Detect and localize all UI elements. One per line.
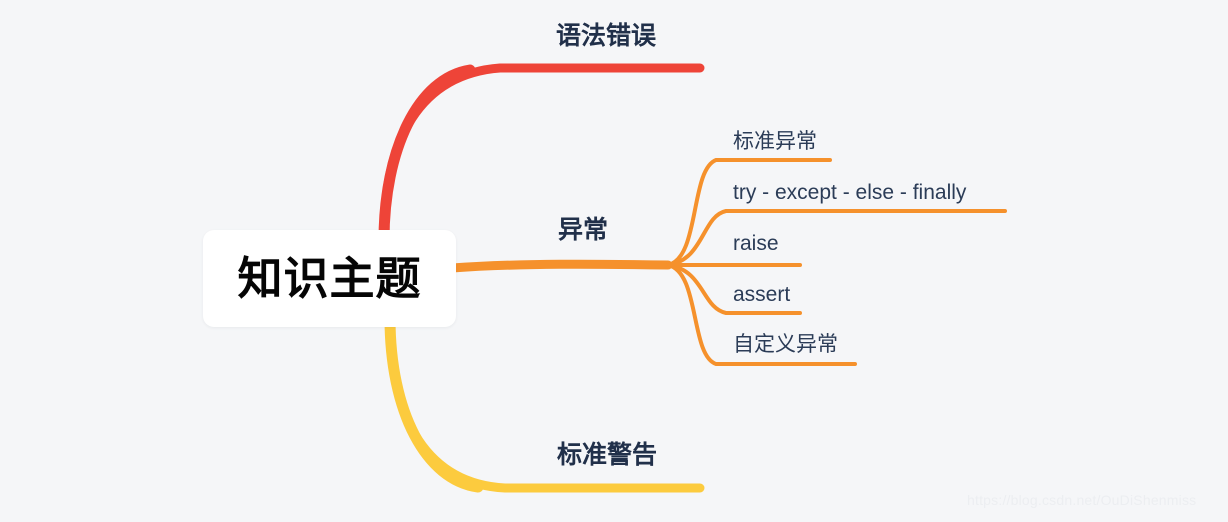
sub-label-raise[interactable]: raise	[733, 232, 779, 255]
branch-line-syntax-error	[378, 63, 705, 246]
central-node[interactable]: 知识主题	[203, 230, 456, 327]
sub-label-custom-exception[interactable]: 自定义异常	[733, 333, 838, 356]
branch-line-try-except	[666, 209, 1007, 267]
branch-label-syntax-error[interactable]: 语法错误	[556, 22, 657, 50]
sub-label-try-except[interactable]: try - except - else - finally	[733, 181, 967, 204]
sub-label-assert[interactable]: assert	[733, 283, 791, 306]
branch-label-exception[interactable]: 异常	[558, 216, 609, 244]
central-node-label: 知识主题	[237, 253, 422, 304]
sub-label-standard-exception[interactable]: 标准异常	[733, 130, 817, 153]
branch-line-exception	[447, 259, 673, 273]
watermark: https://blog.csdn.net/OuDiShenmiss	[967, 492, 1197, 508]
branch-label-standard-warning[interactable]: 标准警告	[557, 441, 658, 469]
